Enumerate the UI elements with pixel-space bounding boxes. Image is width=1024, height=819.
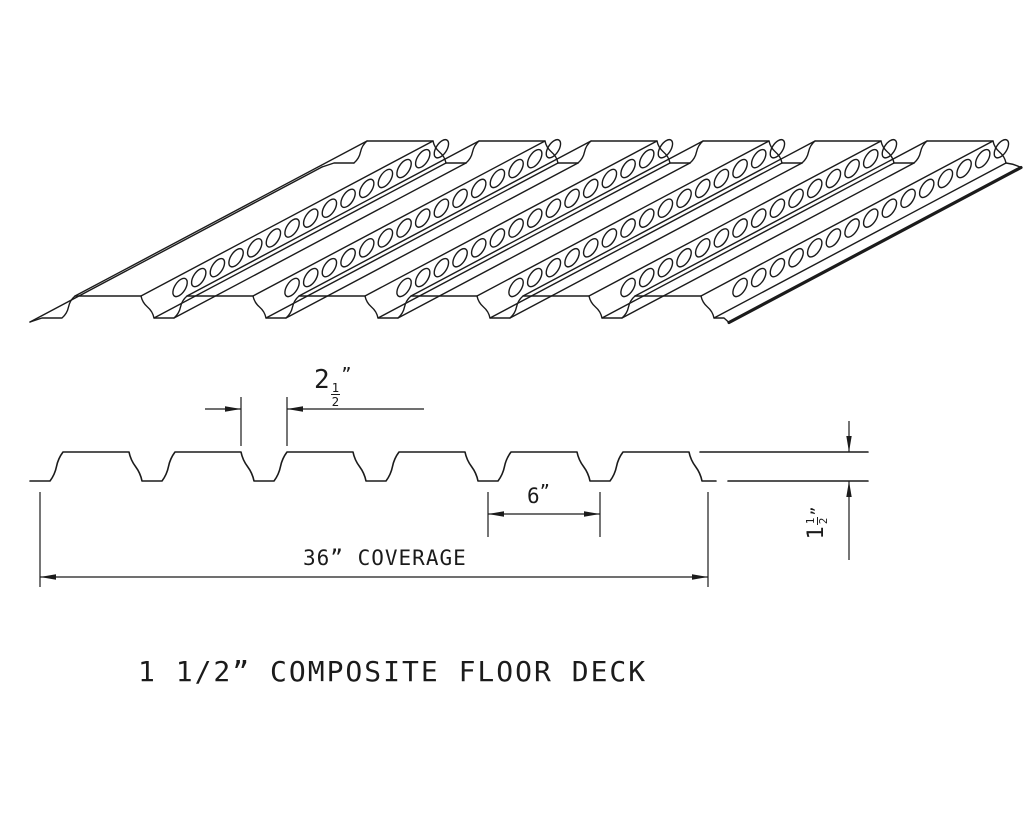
inch-mark: ”	[807, 506, 826, 516]
drawing-title: 1 1/2” COMPOSITE FLOOR DECK	[138, 655, 648, 688]
dimension-arrowheads	[40, 406, 852, 580]
dim-coverage-value: 36	[303, 546, 331, 570]
inch-mark: ”	[341, 365, 352, 385]
isometric-deck-view	[29, 138, 1023, 325]
cross-section-view	[29, 451, 869, 482]
dim-label-pitch: 6”	[527, 482, 550, 509]
dim-coverage-label: COVERAGE	[357, 546, 467, 570]
inch-mark: ”	[330, 546, 344, 570]
inch-mark: ”	[539, 482, 550, 502]
dim-rib-opening-whole: 2	[314, 365, 330, 395]
dim-depth-whole: 1	[804, 526, 829, 540]
dim-pitch-value: 6	[527, 484, 540, 508]
dim-label-coverage: 36” COVERAGE	[303, 546, 467, 570]
dimension-lines	[39, 397, 850, 587]
